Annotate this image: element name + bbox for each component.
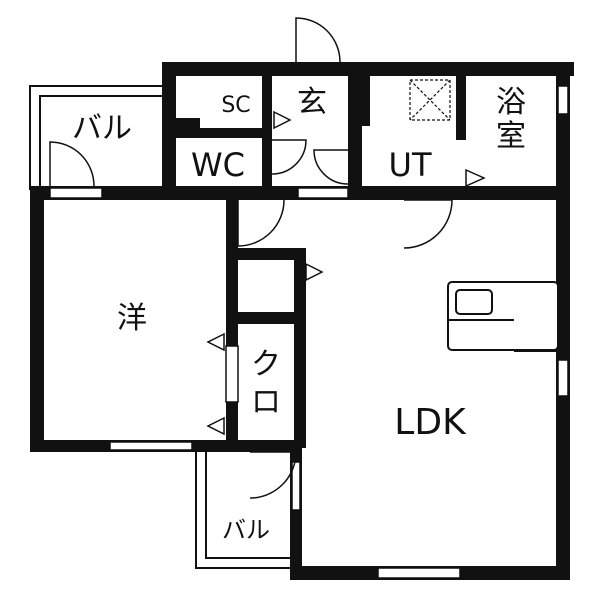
washing-machine-space	[409, 79, 451, 121]
balcony-top-outline	[29, 85, 165, 190]
room-label-ut: UT	[389, 146, 432, 184]
kitchen-counter	[447, 281, 559, 351]
windows	[49, 85, 569, 579]
walls	[30, 62, 574, 580]
room-label-western: 洋	[117, 301, 147, 336]
room-label-closet-1: ク	[251, 347, 281, 382]
room-label-closet-2: ロ	[251, 385, 281, 420]
room-label-entrance: 玄	[297, 85, 327, 120]
door-markers	[206, 110, 486, 436]
room-label-balcony-bottom: バル	[222, 516, 270, 544]
room-label-ldk: LDK	[394, 402, 467, 443]
room-label-bath: 浴室	[496, 85, 526, 154]
room-label-sc: SC	[221, 93, 250, 118]
room-label-wc: WC	[191, 146, 245, 184]
doors	[49, 17, 453, 499]
balcony-bottom-outline	[195, 448, 295, 569]
room-label-balcony-top: バル	[72, 111, 132, 146]
